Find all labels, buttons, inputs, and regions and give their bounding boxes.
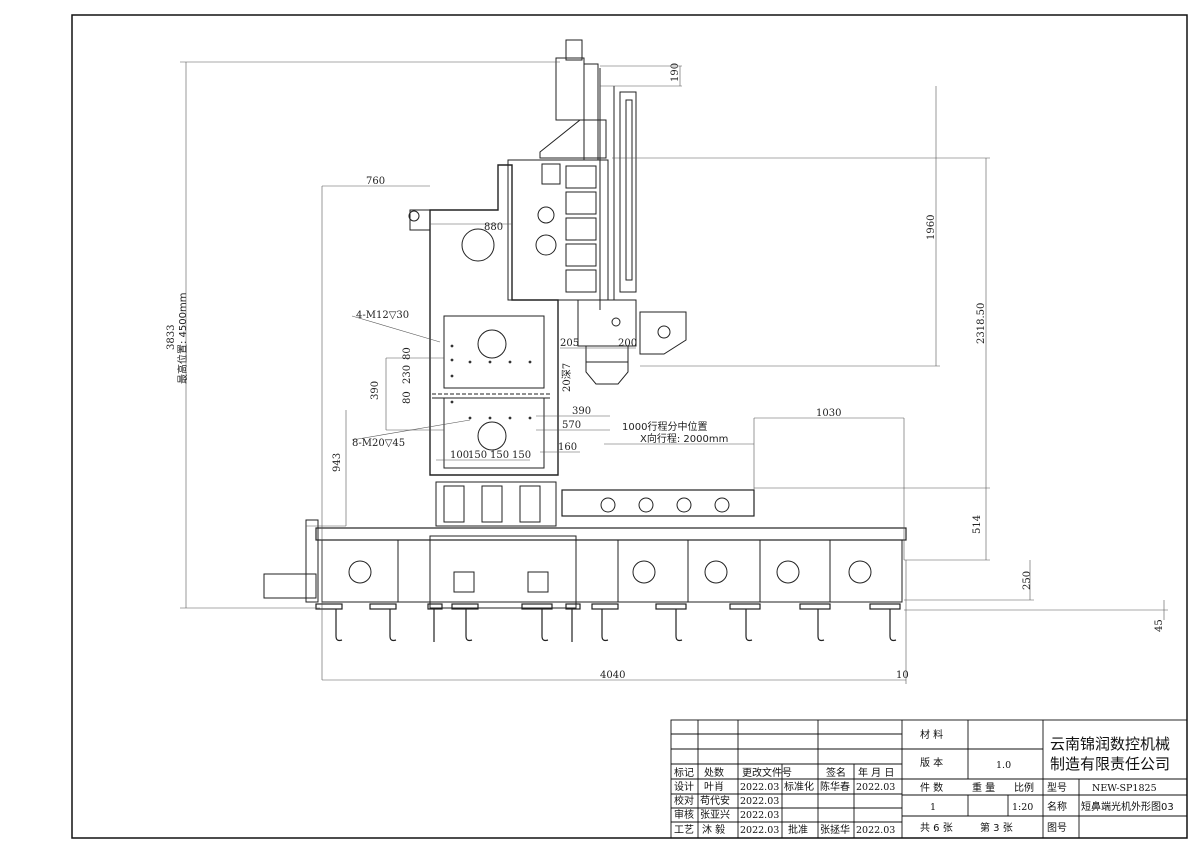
scale-label: 比例 [1014,781,1034,794]
review-date: 2022.03 [740,810,779,821]
dim-max-height: 最高位置: 4500mm [176,293,189,384]
design-label: 设计 [674,780,694,793]
material-label: 材 料 [920,728,943,741]
title-block: 材 料 版 本 1.0 云南锦润数控机械 制造有限责任公司 标记 处数 更改文件… [670,719,1188,839]
dim-943: 943 [332,453,343,472]
dim-150-b: 150 [490,450,509,461]
dim-160: 160 [558,442,577,453]
weight-label: 重 量 [972,781,995,794]
dim-100: 100 [450,450,469,461]
pieces-label: 件 数 [920,781,943,794]
dim-2318-50: 2318.50 [976,303,987,344]
dim-514: 514 [972,515,983,534]
approve-label: 批准 [788,823,808,836]
travel-center-note: 1000行程分中位置 [622,420,707,433]
x-travel-note: X向行程: 2000mm [640,432,728,445]
model-label: 型号 [1047,781,1067,794]
header-mark: 标记 [674,767,694,779]
dim-45: 45 [1154,619,1165,632]
drawing-number-label: 图号 [1047,822,1067,834]
sheet-number: 第 3 张 [980,821,1013,834]
dim-m12-holes: 4-M12▽30 [356,310,409,321]
header-change-doc: 更改文件号 [742,766,792,779]
dimension-lines [180,61,1168,684]
process-date: 2022.03 [740,825,779,836]
standardization-label: 标准化 [784,780,814,793]
dim-10: 10 [896,670,909,681]
name-value: 短鼻端光机外形图03 [1081,800,1174,813]
drawing-border [71,14,1188,839]
model-value: NEW-SP1825 [1092,783,1157,794]
total-sheets: 共 6 张 [920,822,953,834]
header-count: 处数 [704,766,724,779]
dim-880: 880 [484,222,503,233]
review-name: 张亚兴 [700,809,730,821]
dim-570: 570 [562,420,581,431]
pieces-value: 1 [930,802,936,813]
check-label: 校对 [674,794,694,807]
dim-230: 230 [402,365,413,384]
company-name-line1: 云南锦润数控机械 [1050,735,1170,753]
dim-m20-holes: 8-M20▽45 [352,438,405,449]
approve-name: 张拯华 [820,823,850,836]
standardization-date: 2022.03 [856,782,895,793]
review-label: 审核 [674,808,694,821]
dim-80-lower: 80 [402,391,413,404]
dim-150-c: 150 [512,450,531,461]
version-label: 版 本 [920,756,943,769]
check-name: 苟代安 [700,794,730,807]
scale-value: 1:20 [1012,802,1033,813]
version-value: 1.0 [996,760,1011,771]
dim-390: 390 [572,406,591,417]
dim-200: 200 [618,338,637,349]
check-date: 2022.03 [740,796,779,807]
dim-4040: 4040 [600,670,625,681]
dim-190: 190 [670,63,681,82]
design-name: 叶肖 [704,780,724,793]
design-date: 2022.03 [740,782,779,793]
dim-20-deep-7: 20深7 [561,363,573,392]
machine-outline [263,39,907,642]
process-label: 工艺 [674,824,694,836]
dim-80-upper: 80 [402,347,413,360]
name-label: 名称 [1047,800,1067,813]
dimension-labels: 760 880 190 1960 2318.50 3833 最高位置: 4500… [166,63,1165,681]
dim-250: 250 [1022,571,1033,590]
dim-760: 760 [366,176,385,187]
dim-1960: 1960 [926,215,937,240]
dim-3833: 3833 [166,325,177,350]
process-name: 沐 毅 [702,823,725,836]
company-name-line2: 制造有限责任公司 [1050,755,1170,773]
bolt-hole-pattern [450,344,532,420]
dim-1030: 1030 [816,408,841,419]
standardization-name: 陈华春 [820,780,850,793]
header-signature: 签名 [826,766,846,779]
dim-205: 205 [560,338,579,349]
dim-150-a: 150 [468,450,487,461]
dim-390-vertical: 390 [370,381,381,400]
header-date: 年 月 日 [858,766,894,779]
approve-date: 2022.03 [856,825,895,836]
